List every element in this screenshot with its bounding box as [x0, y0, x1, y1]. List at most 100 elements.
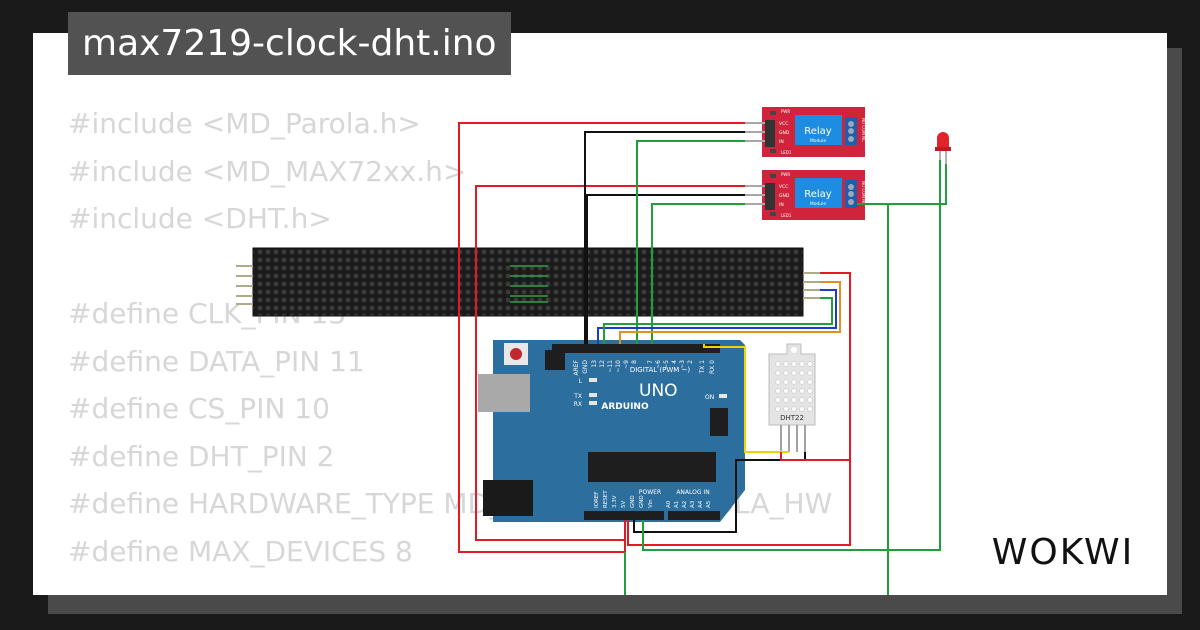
relay-header[interactable] [765, 120, 775, 147]
code-preview: #include <MD_Parola.h> #include <MD_MAX7… [68, 100, 832, 575]
led-on [719, 394, 727, 398]
dht22-sensor[interactable]: DHT22 [768, 343, 816, 452]
pin-label: ~9 [623, 360, 630, 369]
analog-header[interactable] [668, 511, 720, 520]
led-label: L [579, 378, 583, 385]
pin-label: Vin [648, 499, 654, 508]
pin-label: 12 [599, 360, 606, 368]
wokwi-logo[interactable]: WOKWI [974, 522, 1152, 580]
pin-label: GND [582, 360, 589, 374]
header-pin-labels: AREF GND 13 12 ~11 ~10 ~9 8 7 ~6 ~5 4 ~3… [573, 359, 716, 375]
onboard-leds: L TX RX ON [573, 378, 727, 408]
relay-terminal-label: NO COM NC [861, 181, 866, 205]
relay-pin-label: VCC [779, 121, 788, 127]
pin-label: ~5 [663, 360, 670, 369]
uno-label: UNO [639, 381, 678, 401]
pin-label: GND [630, 495, 636, 508]
relay-pin-label: IN [779, 139, 784, 145]
wire-dht-data [703, 344, 789, 453]
pin-label: TX 1 [699, 360, 706, 375]
pin-label: 4 [671, 360, 678, 364]
wire-matrix-cs [619, 281, 841, 344]
power-header[interactable] [584, 511, 664, 520]
code-line: #define DATA_PIN 11 [68, 344, 365, 378]
power-pin-labels: IOREF RESET 3.3V 5V GND GND Vin [594, 490, 654, 508]
power-label: POWER [639, 489, 661, 496]
pin-label: RESET [603, 490, 609, 508]
code-line: #include <MD_MAX72xx.h> [68, 154, 467, 188]
pin-label: ~10 [615, 360, 622, 373]
matrix-output-pins [803, 272, 820, 299]
code-line: #define MAX_DEVICES 8 [68, 534, 413, 568]
pin-label: A1 [674, 501, 680, 508]
code-line: #include <MD_Parola.h> [68, 107, 421, 140]
relay-pin-label: GND [779, 193, 790, 199]
relay-sub-label: Module [810, 201, 827, 207]
power-jack [483, 480, 533, 516]
icsp-header [545, 350, 565, 370]
relay-led-label: PWR [781, 109, 790, 114]
pin-label: AREF [573, 359, 580, 375]
red-led[interactable] [935, 132, 951, 164]
pin-label: A5 [706, 500, 712, 508]
matrix-center-bus [510, 265, 548, 303]
wires [458, 122, 947, 595]
pin-label: IOREF [594, 492, 600, 508]
atmega-chip [588, 452, 716, 482]
analog-label: ANALOG IN [676, 489, 709, 496]
wire-in-relay1 [636, 140, 745, 344]
pin-label: GND [639, 495, 645, 508]
pin-label: 8 [631, 360, 638, 364]
code-line: #define CS_PIN 10 [68, 392, 330, 425]
pin-label: 7 [647, 360, 654, 364]
led-label: ON [705, 394, 714, 401]
usb-port [478, 374, 530, 412]
relay-module-1[interactable]: Relay Module NO COM NC VCC GND IN PWR LE… [745, 107, 866, 157]
digital-header[interactable] [552, 344, 720, 353]
relay-led-label: LED1 [781, 213, 792, 218]
arduino-uno-board[interactable]: DIGITAL (PWM ~) UNO ARDUINO POWER ANALOG… [478, 340, 745, 522]
relay-label: Relay [804, 126, 832, 137]
pin-label: 13 [591, 360, 598, 368]
led-matrix-display[interactable] [236, 247, 820, 317]
matrix-input-pins [236, 265, 253, 305]
pin-label: RX 0 [709, 360, 716, 374]
relay-led-label: LED1 [781, 150, 792, 155]
pin-label: 3.3V [612, 495, 618, 508]
led-l [589, 378, 597, 382]
relay-terminal-label: NO COM NC [861, 118, 866, 142]
reset-button-cap[interactable] [510, 348, 522, 360]
code-line: #define DHT_PIN 2 [68, 439, 335, 473]
wire-led-relay [857, 164, 947, 205]
wire-matrix-vcc [627, 272, 851, 546]
relay-header[interactable] [765, 183, 775, 210]
pin-label: ~11 [607, 360, 614, 373]
led-label: TX [573, 393, 582, 400]
relay-module-2[interactable]: Relay Module NO COM NC VCC GND IN PWR LE… [745, 170, 866, 220]
led-rx [589, 401, 597, 405]
pin-label: A3 [690, 500, 696, 508]
code-line: #include <DHT.h> [68, 202, 332, 235]
pin-label: ~3 [679, 360, 686, 369]
wire-dht-gnd [633, 452, 806, 533]
arduino-label: ARDUINO [601, 402, 649, 412]
relay-pin-label: GND [779, 130, 790, 136]
relay-sub-label: Module [810, 138, 827, 144]
wire-in-relay2 [651, 203, 745, 344]
dht-label: DHT22 [780, 414, 804, 422]
relay-led-label: PWR [781, 172, 790, 177]
icsp2-header [710, 408, 728, 436]
project-title[interactable]: max7219-clock-dht.ino [68, 12, 511, 75]
pin-label: 2 [687, 360, 694, 364]
wire-5v-relay2 [475, 185, 745, 541]
wire-gnd-relay2 [586, 194, 745, 344]
digital-label: DIGITAL (PWM ~) [630, 366, 691, 374]
wire-matrix-clk [603, 297, 833, 344]
pin-label: A2 [682, 501, 688, 508]
relay-pin-label: IN [779, 202, 784, 208]
pin-label: ~6 [655, 360, 662, 369]
wire-matrix-din [597, 289, 837, 344]
pin-label: A0 [666, 500, 672, 508]
wire-5v-relay1 [458, 122, 745, 553]
